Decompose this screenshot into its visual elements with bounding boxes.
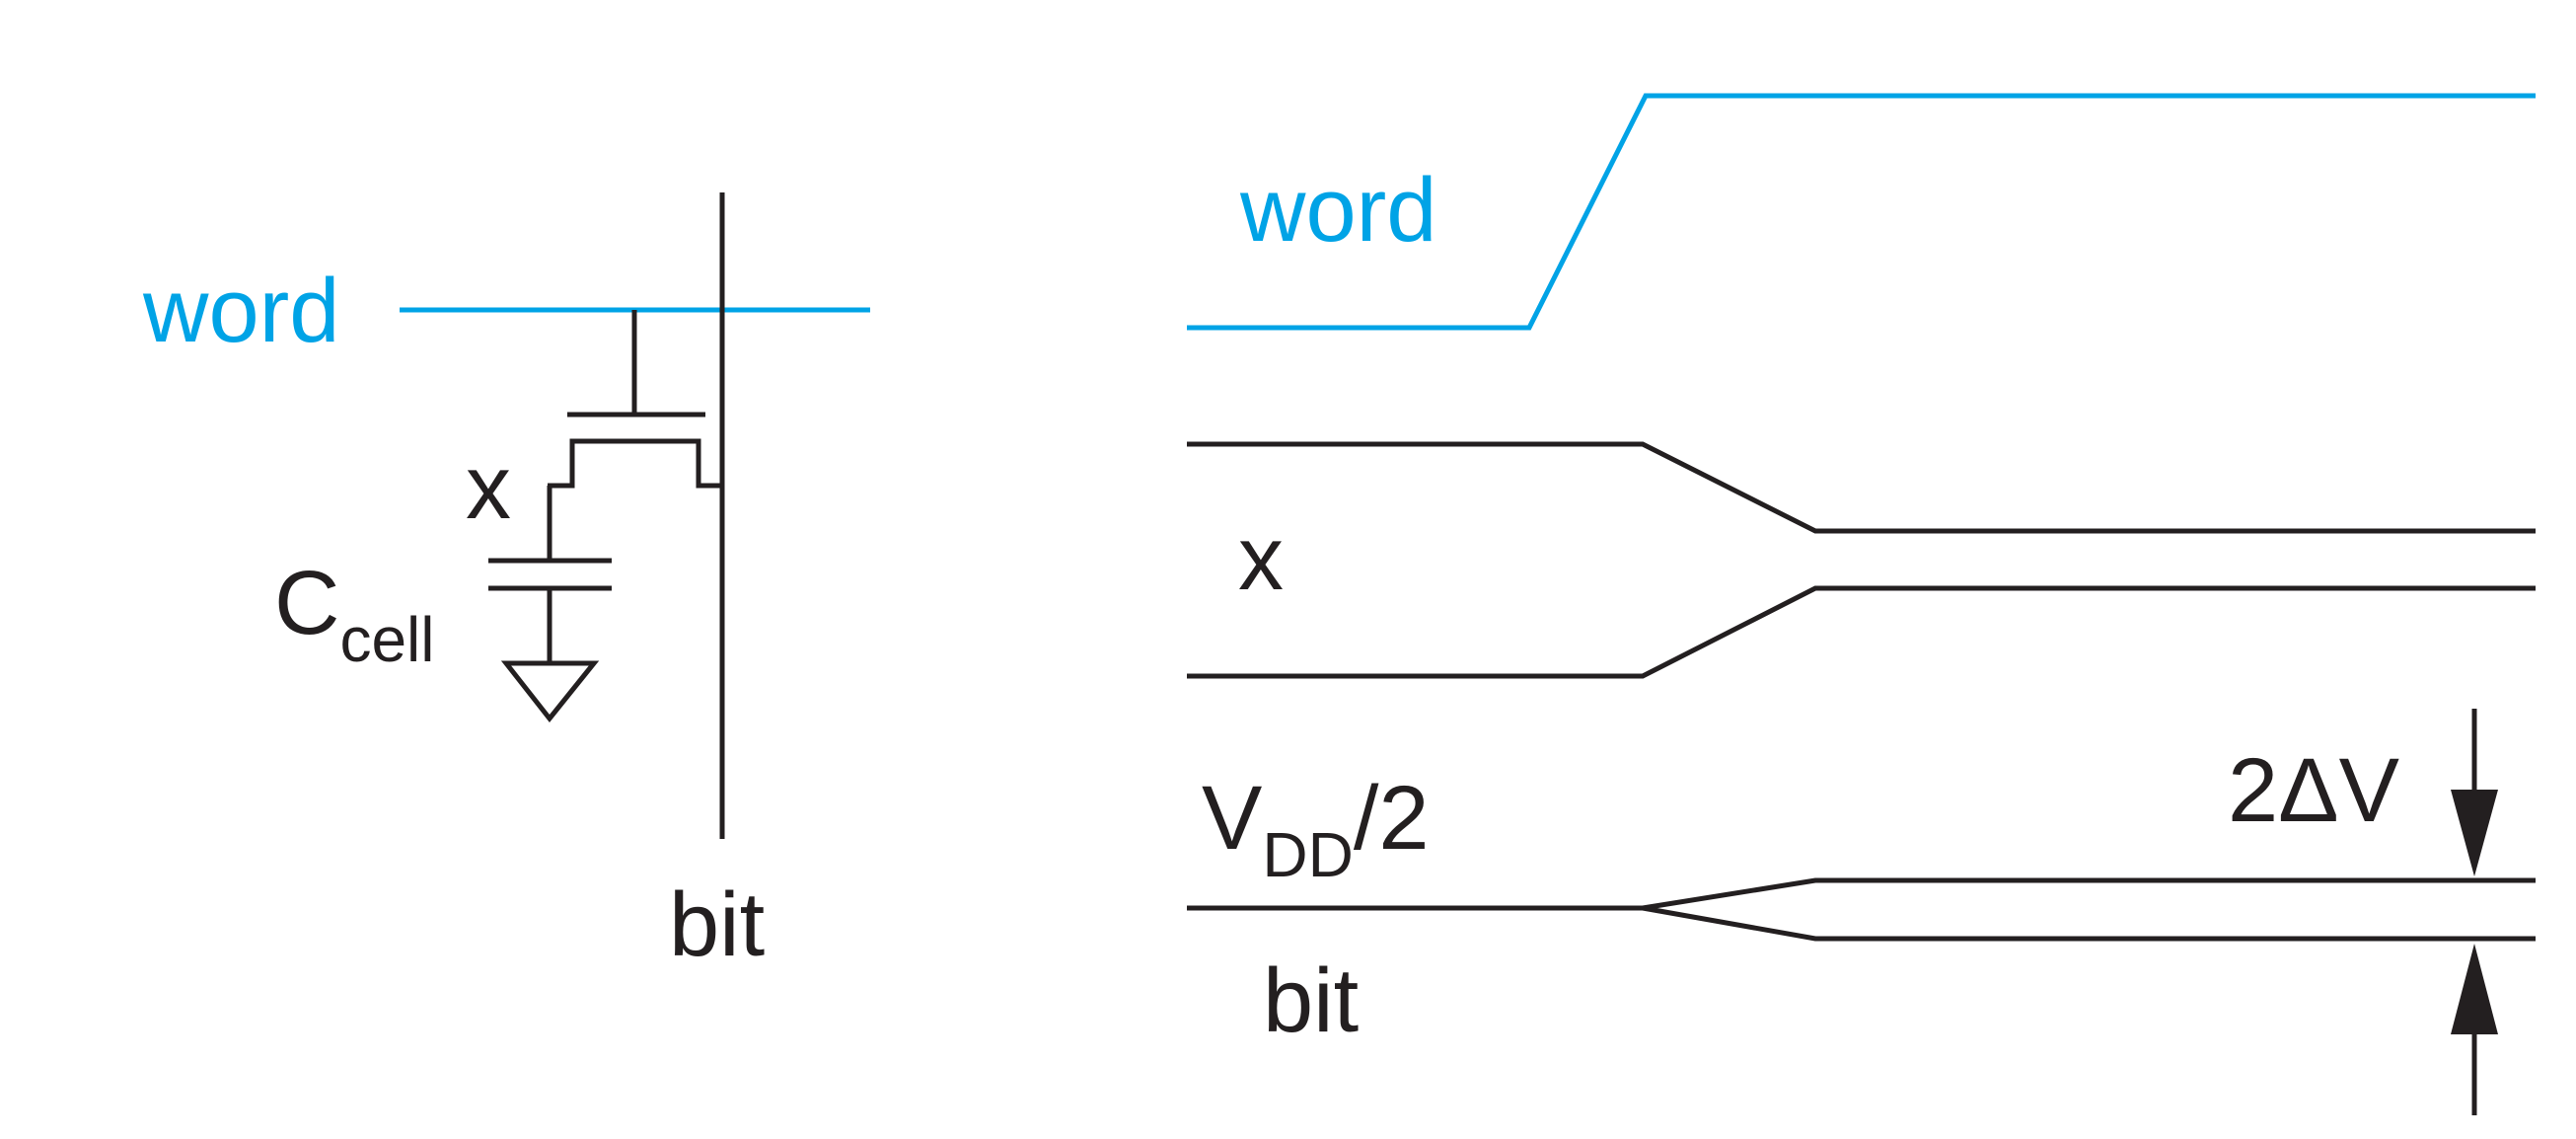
waveform-x-label: x xyxy=(1238,508,1284,609)
arrow-down-icon xyxy=(2451,790,2498,876)
vdd-half-label: VDD/2 xyxy=(1202,768,1430,890)
bit-waveform-low xyxy=(1642,905,2536,942)
delta-arrow-top xyxy=(2451,709,2498,876)
bit-waveform-high xyxy=(1187,877,2536,911)
schematic-bit-label: bit xyxy=(669,874,765,975)
waveform-word-label: word xyxy=(1239,160,1436,261)
schematic-word-label: word xyxy=(142,261,339,361)
read-waveforms: word x VDD/2 bit 2ΔV xyxy=(1187,93,2536,1115)
x-waveform-high xyxy=(1187,441,2536,534)
delta-arrow-bottom xyxy=(2451,944,2498,1115)
ground-icon xyxy=(500,660,600,723)
dram-cell-schematic: word x Ccell bit xyxy=(142,192,870,975)
schematic-x-label: x xyxy=(466,437,511,538)
waveform-bit-label: bit xyxy=(1263,950,1359,1051)
x-waveform-low xyxy=(1187,585,2536,679)
arrow-up-icon xyxy=(2451,944,2498,1034)
word-waveform xyxy=(1187,93,2536,331)
delta-v-label: 2ΔV xyxy=(2228,740,2399,841)
transistor-channel xyxy=(548,438,720,489)
capacitor-label: Ccell xyxy=(274,553,434,675)
